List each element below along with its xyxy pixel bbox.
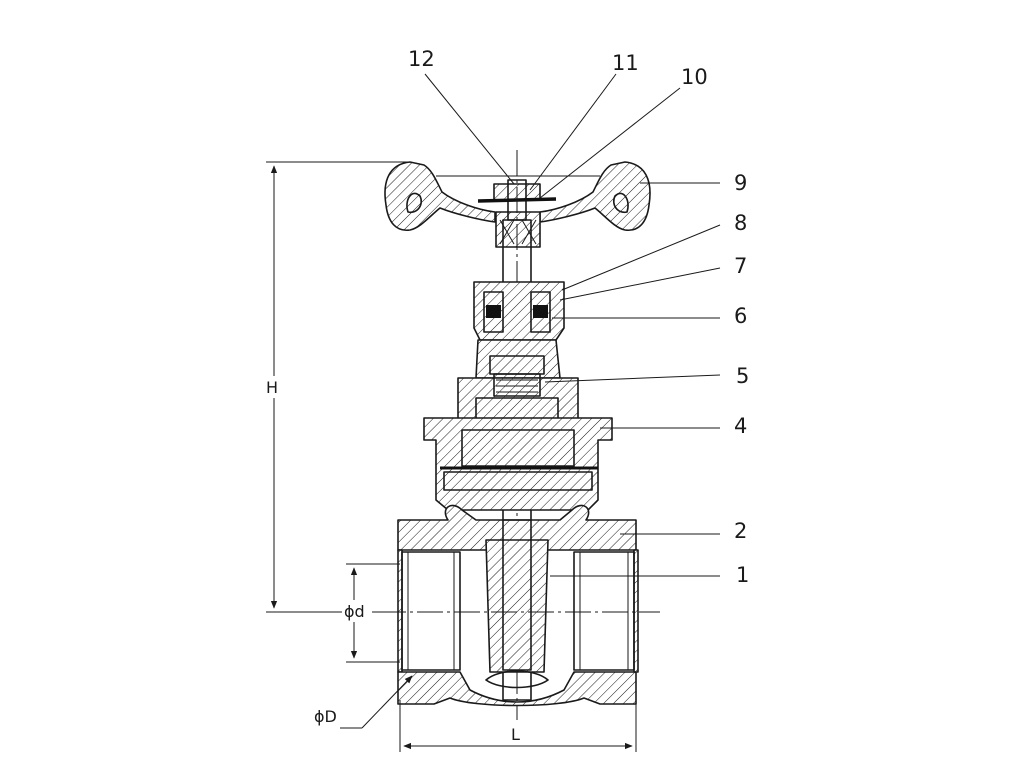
callout-7: 7: [734, 254, 747, 278]
dim-h-label: H: [266, 378, 278, 397]
callout-5: 5: [736, 364, 749, 388]
valve-body: [397, 504, 639, 707]
dim-l-label: L: [511, 725, 520, 744]
dimension-outer-d: ϕD: [314, 675, 413, 729]
leader-lines: [424, 73, 721, 577]
dim-d-label: ϕd: [344, 602, 365, 621]
dimension-h: H: [264, 161, 410, 613]
callout-8: 8: [734, 211, 747, 235]
callout-11: 11: [612, 51, 639, 75]
handwheel: [384, 161, 651, 248]
dimension-l: L: [399, 700, 637, 752]
callout-6: 6: [734, 304, 747, 328]
dimension-d: ϕd: [342, 563, 400, 663]
callout-labels: 12 11 10 9 8 7 6 5 4 2 1: [408, 47, 749, 587]
callout-2: 2: [734, 519, 747, 543]
wedge: [485, 519, 549, 689]
callout-9: 9: [734, 171, 747, 195]
callout-10: 10: [681, 65, 708, 89]
dim-outer-d-label: ϕD: [314, 707, 337, 726]
packing-gland: [473, 281, 565, 379]
callout-4: 4: [734, 414, 747, 438]
body-flange: [423, 417, 613, 511]
callout-1: 1: [736, 563, 749, 587]
callout-12: 12: [408, 47, 435, 71]
